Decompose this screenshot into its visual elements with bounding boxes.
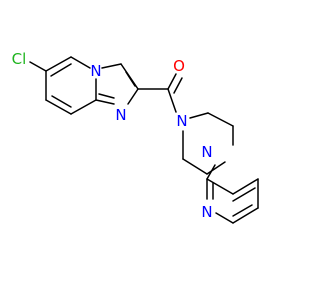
bond-c8a-n1: [95, 99, 115, 105]
bond-carbonyl-o-double: [173, 77, 183, 94]
bond-c5-n4: [70, 56, 91, 69]
piperazine-nitrogen-1-label: N: [176, 112, 187, 130]
bond-cpyr3-cpyr4-double: [232, 187, 256, 202]
bond-carbonyl-o: [167, 73, 177, 90]
bond-cpyr2-cpyr3: [206, 178, 234, 195]
structure-canvas: Cl N N O N N N: [12, 50, 259, 224]
bond-cl-c6: [29, 61, 47, 72]
bond-c7-c8: [45, 99, 72, 115]
bond-cpyr5-cpyr6-double: [232, 204, 253, 217]
bond-c2-n1: [127, 88, 139, 105]
bond-c7-c8-double: [51, 95, 72, 108]
bond-c6-c5: [45, 56, 72, 72]
bond-n4-c3: [101, 63, 122, 69]
atom-labels: Cl N N O N N N: [12, 50, 213, 221]
bonds: [29, 56, 259, 224]
piperazine-nitrogen-4-label: N: [201, 143, 212, 161]
bond-pip-n4-c5: [206, 161, 226, 175]
bond-npip4-cpyr2: [206, 164, 216, 180]
bond-c3-c2-double: [125, 71, 136, 87]
bond-pip-c5-c6: [182, 158, 208, 175]
bond-pip-c2-c3: [207, 112, 234, 127]
imidazole-nitrogen-label: N: [115, 106, 126, 124]
bond-c8a-n1-double: [98, 93, 115, 99]
bond-c8-c8a: [70, 99, 97, 115]
bond-pip-n1-c2: [189, 112, 209, 119]
bond-cpyr6-npyr: [215, 212, 234, 224]
carbonyl-oxygen-label: O: [173, 57, 185, 75]
chlorine-atom-label: Cl: [12, 50, 27, 68]
bridgehead-nitrogen-label: N: [90, 62, 101, 80]
bond-c6-c5-double: [50, 63, 72, 77]
pyridine-nitrogen-label: N: [201, 203, 212, 221]
bond-cpyr5-cpyr6: [232, 207, 259, 224]
bond-cpyr3-cpyr4: [232, 178, 259, 195]
bond-carbonyl-npip: [167, 88, 177, 113]
